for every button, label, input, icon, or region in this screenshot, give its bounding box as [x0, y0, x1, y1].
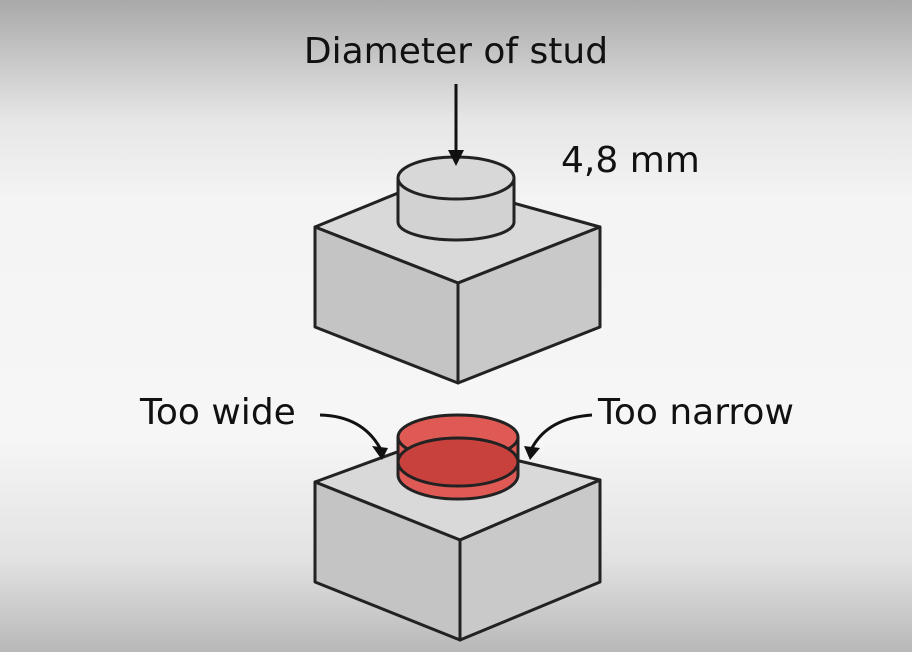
diagram-title: Diameter of stud — [304, 31, 608, 72]
too-wide-arrow — [319, 413, 388, 460]
too-narrow-arrow — [524, 413, 593, 460]
socket-inner — [396, 436, 520, 488]
top-brick-right-face — [456, 225, 602, 385]
too-wide-label: Too wide — [139, 392, 296, 433]
diameter-arrow — [448, 84, 464, 166]
red-socket — [396, 413, 520, 501]
too-narrow-label: Too narrow — [597, 392, 794, 433]
stud — [396, 155, 516, 242]
bottom-brick-right-face — [458, 478, 602, 642]
measurement-label: 4,8 mm — [561, 140, 700, 181]
